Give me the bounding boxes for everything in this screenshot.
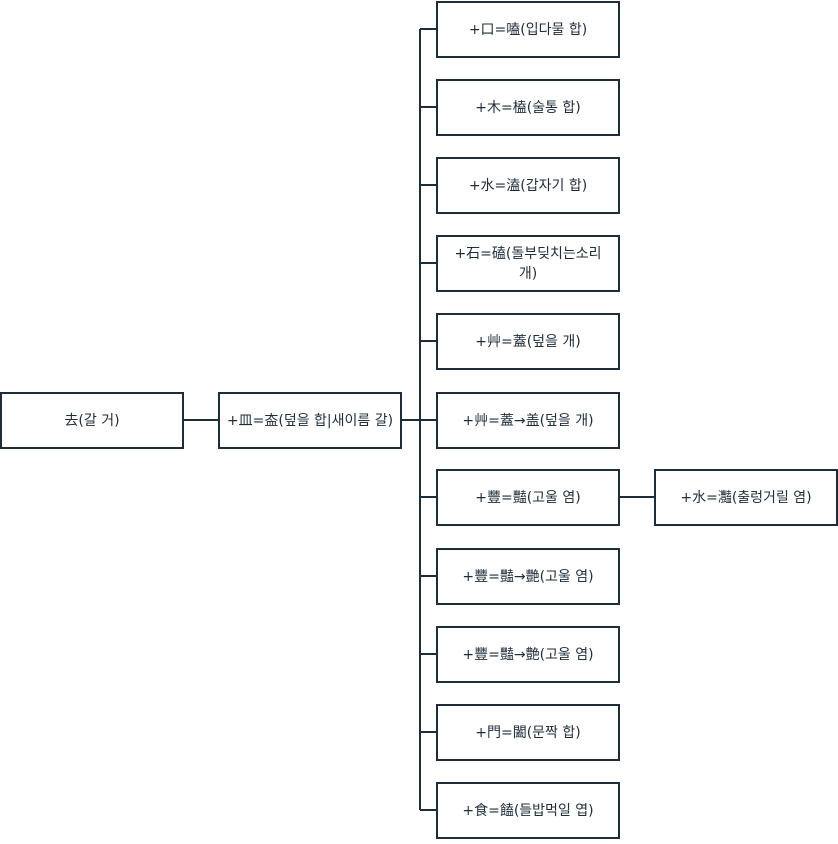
grandchild-node-label: +水=灩(출렁거릴 염)	[680, 489, 812, 506]
middle-node: +皿=盇(덮을 합|새이름 갈)	[218, 392, 402, 449]
child-node-label: +口=嗑(입다물 합)	[468, 21, 588, 38]
child-node-11: +食=饁(들밥먹일 엽)	[436, 782, 620, 839]
child-node-5: +艸=蓋(덮을 개)	[436, 313, 620, 370]
child-node-7: +豐=豔(고울 염)	[436, 469, 620, 526]
child-node-label: +艸=蓋→盖(덮을 개)	[462, 412, 594, 429]
child-node-10: +門=闔(문짝 합)	[436, 704, 620, 761]
child-node-label: +石=磕(돌부딪치는소리 개)	[454, 245, 602, 282]
child-node-label: +水=溘(갑자기 합)	[468, 177, 588, 194]
child-node-label: +木=榼(술통 합)	[475, 99, 581, 116]
child-node-label: +門=闔(문짝 합)	[475, 724, 581, 741]
child-node-9: +豐=豔→艶(고울 염)	[436, 626, 620, 683]
middle-node-label: +皿=盇(덮을 합|새이름 갈)	[226, 412, 394, 429]
root-node-label: 去(갈 거)	[64, 412, 120, 429]
child-node-8: +豐=豔→艷(고울 염)	[436, 548, 620, 605]
root-node: 去(갈 거)	[0, 392, 184, 449]
child-node-2: +木=榼(술통 합)	[436, 79, 620, 136]
grandchild-node: +水=灩(출렁거릴 염)	[654, 469, 838, 526]
child-node-1: +口=嗑(입다물 합)	[436, 1, 620, 58]
child-node-6: +艸=蓋→盖(덮을 개)	[436, 392, 620, 449]
child-node-4: +石=磕(돌부딪치는소리 개)	[436, 235, 620, 292]
child-node-label: +豐=豔→艶(고울 염)	[462, 646, 594, 663]
child-node-label: +豐=豔(고울 염)	[475, 489, 581, 506]
child-node-3: +水=溘(갑자기 합)	[436, 157, 620, 214]
child-node-label: +豐=豔→艷(고울 염)	[462, 568, 594, 585]
child-node-label: +艸=蓋(덮을 개)	[475, 333, 581, 350]
child-node-label: +食=饁(들밥먹일 엽)	[462, 802, 594, 819]
